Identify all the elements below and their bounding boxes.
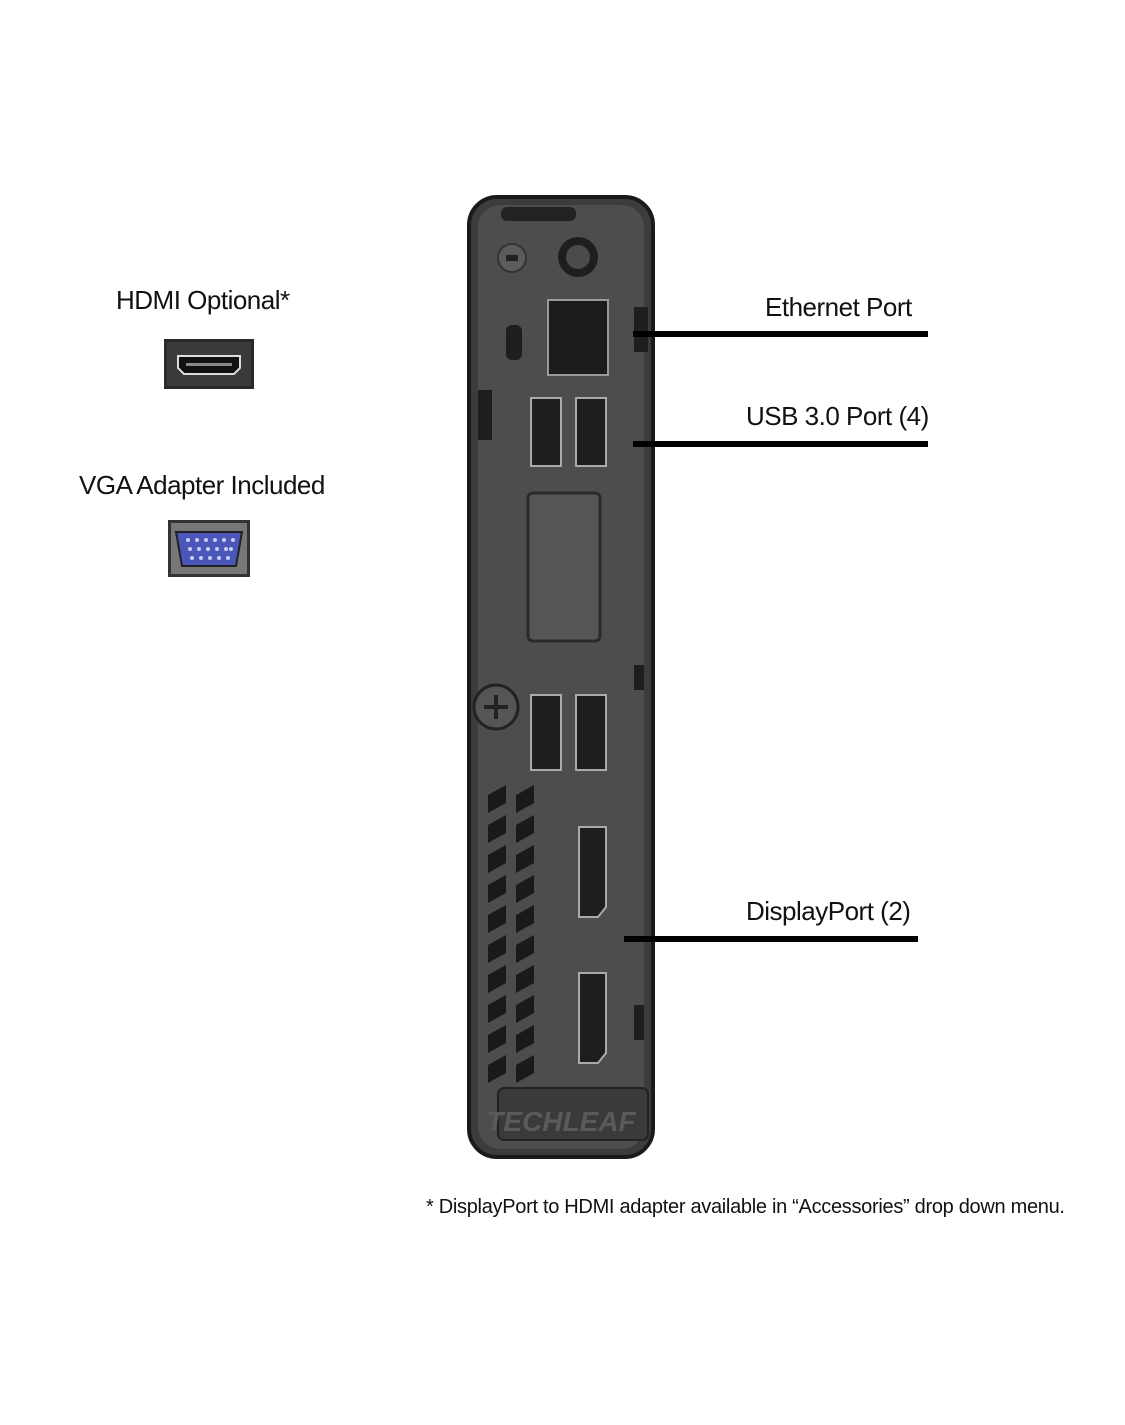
footnote: * DisplayPort to HDMI adapter available …	[426, 1196, 1065, 1218]
expansion-cover	[526, 491, 602, 643]
usb-ports-lower	[530, 694, 607, 771]
usb-port-label: USB 3.0 Port (4)	[746, 401, 929, 431]
hdmi-optional-label: HDMI Optional*	[116, 285, 290, 315]
displayport-callout-line	[624, 936, 918, 942]
vga-port-icon	[168, 520, 250, 577]
displayport-label: DisplayPort (2)	[746, 896, 911, 926]
ethernet-port	[547, 299, 609, 376]
ethernet-callout-line	[633, 331, 928, 337]
usb-callout-line	[633, 441, 928, 447]
ethernet-port-label: Ethernet Port	[765, 292, 912, 322]
displayport-ports	[578, 826, 607, 1064]
watermark: TECHLEAF	[486, 1106, 636, 1137]
foot-stand	[497, 1087, 649, 1141]
mini-pc-rear-panel: TECHLEAF	[467, 195, 655, 1159]
hdmi-port-icon	[164, 339, 254, 389]
usb-ports-upper	[530, 397, 607, 467]
vga-adapter-label: VGA Adapter Included	[79, 470, 325, 500]
vent-grille	[488, 785, 534, 1083]
